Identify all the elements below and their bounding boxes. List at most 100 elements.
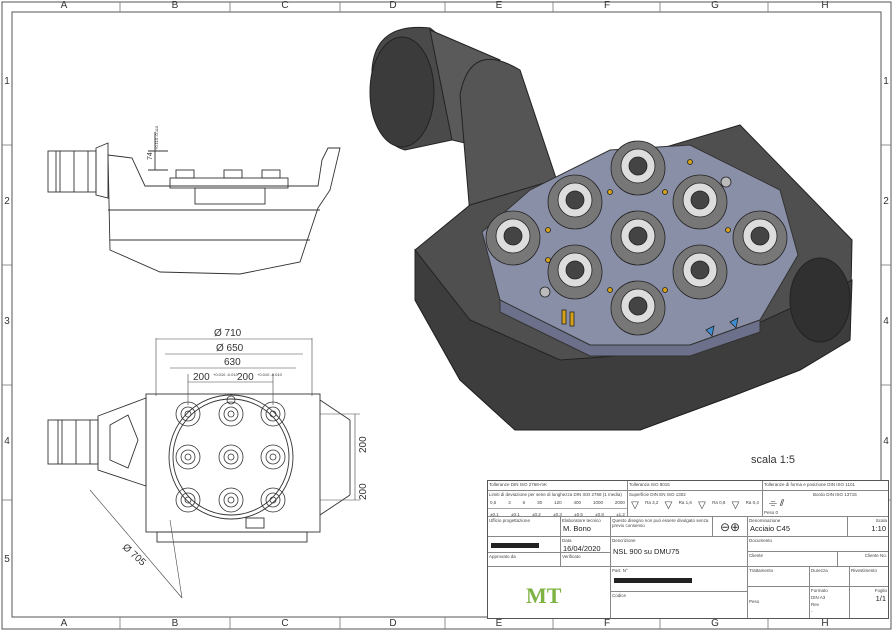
approved-cell: Approvato da — [488, 553, 561, 567]
rev-label: Rev — [811, 602, 820, 607]
scale-label: Scala — [875, 518, 887, 523]
dimension-lines — [89, 338, 360, 599]
document-label: Documento — [749, 538, 773, 543]
zone-col-h-bottom: H — [821, 618, 829, 629]
client-no-cell: Cliente No. — [838, 552, 888, 567]
dim-v200a: 200 — [358, 436, 369, 453]
zone-col-b-top: B — [171, 0, 179, 11]
tol-ranges-row: 0,5 3 6 30 120 400 1000 2000 — [488, 498, 627, 505]
range-7: 2000 — [614, 500, 625, 505]
range-1: 3 — [508, 500, 511, 505]
scale-value: 1:10 — [871, 524, 886, 533]
format-value: DIN A3 — [811, 595, 826, 600]
material-label: Denominazione — [749, 518, 781, 523]
zone-col-b-bottom: B — [171, 618, 179, 629]
format-label: Formato — [811, 588, 828, 593]
zone-col-d-bottom: D — [389, 618, 397, 629]
sheet-value: 1/1 — [875, 594, 886, 603]
coating-cell: Rivestimento — [850, 567, 888, 587]
zone-row-1-left: 1 — [4, 76, 10, 87]
date-label: Data — [562, 538, 572, 543]
tol-label: Tolleranze DIN ISO 2768-mK — [489, 482, 548, 487]
designer-cell: Ufficio progettazione — [488, 517, 561, 537]
value-1: ±0,1 — [511, 512, 520, 517]
zone-row-2-right: 2 — [883, 196, 889, 207]
range-5: 400 — [573, 500, 582, 505]
weight-label: Peso — [749, 599, 760, 604]
dim-s200b: 200 — [237, 372, 254, 383]
material-value: Acciaio C45 — [750, 524, 791, 533]
value-5: ±0,8 — [595, 512, 604, 517]
dim-w630: 630 — [224, 357, 241, 368]
roughness-row: ▽ Ra 3,2 ▽ Ra 1,6 ▽ Ra 0,8 ▽ Ra 0,4 — [628, 498, 762, 511]
range-4: 120 — [554, 500, 562, 505]
tol-sub-label: Limiti di deviazione per serie di lunghe… — [489, 492, 622, 497]
note-text: Questo disegno non può essere divulgato … — [612, 518, 709, 528]
value-6: ±1,2 — [616, 512, 625, 517]
zone-col-c-bottom: C — [281, 618, 289, 629]
dim-d710: Ø 710 — [214, 328, 242, 339]
hardness-cell: Durezza — [810, 567, 850, 587]
logo-text: MT — [526, 583, 562, 608]
zone-col-c-top: C — [281, 0, 289, 11]
roughness-icon: ▽ — [631, 500, 639, 511]
zone-row-4-right: 4 — [883, 436, 889, 447]
value-3: ±0,3 — [553, 512, 562, 517]
dim-tol-h: +0.110 -0.110 — [154, 125, 159, 150]
tol-din-cell: Tolleranze DIN ISO 2768-mK — [488, 481, 628, 491]
surface-label: Superficie DIN EN ISO 1302 — [629, 492, 686, 497]
flatness-icon: ⌯ ⫽ — [769, 498, 785, 509]
approved-label: Approvato da — [489, 554, 516, 559]
redacted-bar — [491, 543, 539, 548]
zone-col-f-bottom: F — [603, 618, 611, 629]
dim-tol-a: +0.010 -0.010 — [213, 372, 239, 377]
roughness-1: Ra 1,6 — [678, 500, 692, 505]
clamping-modules-isometric — [485, 140, 788, 337]
technical-label: Elaboratore tecnico — [562, 518, 601, 523]
roughness-icon: ▽ — [731, 500, 740, 511]
top-view — [47, 393, 351, 543]
checked-cell: Verificato — [561, 553, 611, 567]
treatment-label: Trattamento — [749, 568, 774, 573]
scale-note: scala 1:5 — [751, 454, 796, 466]
dim-h74: 74 — [147, 152, 154, 160]
rev-value: - — [811, 609, 813, 614]
dim-s200a: 200 — [193, 372, 210, 383]
customer-cell: Cliente — [748, 552, 838, 567]
sheet-label: Foglio — [874, 588, 887, 593]
dim-d650: Ø 650 — [216, 343, 244, 354]
roughness-3: Ra 0,4 — [745, 500, 759, 505]
customer-label: Cliente — [749, 553, 764, 558]
zone-col-g-top: G — [711, 0, 719, 11]
weld-label: Peso 0 — [764, 510, 779, 515]
weight-cell: Peso — [748, 587, 810, 618]
treatment-cell: Trattamento — [748, 567, 810, 587]
tol-values-row: ±0,1 ±0,1 ±0,2 ±0,3 ±0,5 ±0,8 ±1,2 — [488, 508, 627, 517]
document-cell: Documento — [748, 537, 888, 552]
form-tol-cell: Tolleranze di forma e posizione DIN ISO … — [763, 481, 888, 491]
roughness-icon: ▽ — [664, 500, 673, 511]
zone-row-5-left: 5 — [4, 554, 10, 565]
clamping-modules-top-view — [175, 395, 286, 513]
zone-col-h-top: H — [821, 0, 829, 11]
edge-label: Bordo DIN ISO 13715 — [813, 492, 857, 497]
code-label: Codice — [612, 593, 627, 598]
designer-label: Ufficio progettazione — [489, 518, 530, 523]
zone-col-a-top: A — [60, 0, 68, 11]
zone-row-2-left: 2 — [4, 196, 10, 207]
part-label: Part. N° — [612, 568, 628, 573]
tol-iso-cell: Tolleranza ISO 8015 — [628, 481, 763, 491]
roughness-2: Ra 0,8 — [712, 500, 726, 505]
technical-value: M. Bono — [563, 524, 591, 533]
roughness-0: Ra 3,2 — [645, 500, 659, 505]
zone-row-3-left: 3 — [4, 316, 10, 327]
zone-row-4-left: 4 — [4, 436, 10, 447]
range-2: 6 — [522, 500, 526, 505]
